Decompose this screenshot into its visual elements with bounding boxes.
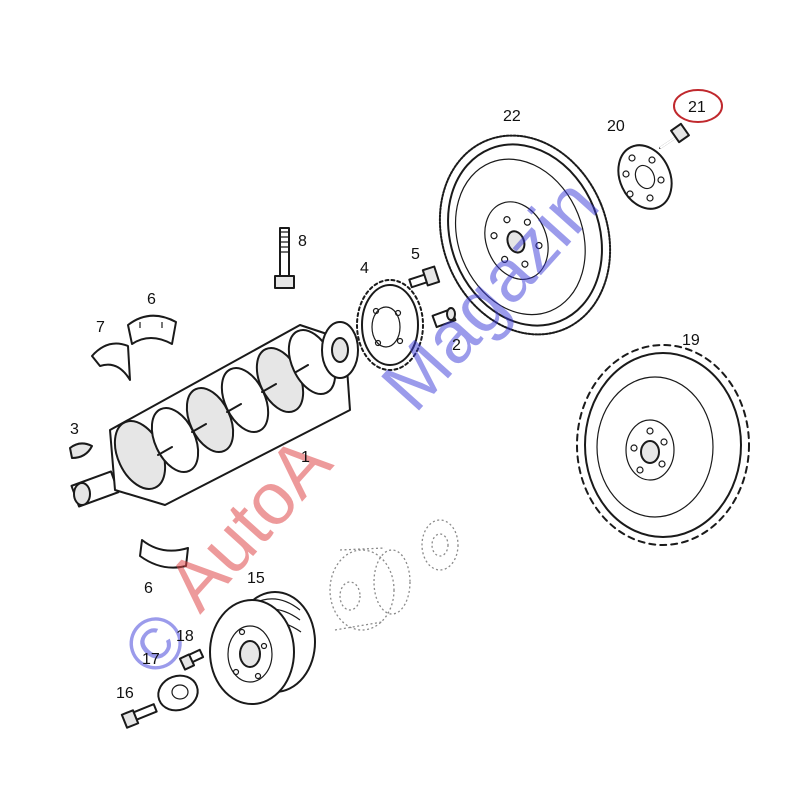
part-labels: 1 2 3 4 5 6 6 7 8 15 16 17 18 19 20 21 2… [70, 99, 706, 702]
label-15: 15 [247, 570, 265, 587]
ghost-ring [421, 519, 459, 571]
part-2-dowel-pin [431, 307, 457, 329]
part-6-upper-bearing-shell [127, 314, 177, 345]
label-1: 1 [301, 449, 310, 466]
label-6-upper: 6 [147, 291, 156, 308]
part-15-crankshaft-pulley [209, 591, 316, 705]
part-16-bolt [120, 703, 158, 729]
label-18: 18 [176, 628, 194, 645]
label-3: 3 [70, 421, 79, 438]
part-8-long-bolt [274, 227, 295, 289]
part-21-bolt [659, 122, 690, 149]
label-7: 7 [96, 319, 105, 336]
label-17: 17 [142, 651, 160, 668]
highlight-circle [673, 89, 723, 123]
part-20-retaining-plate [617, 144, 673, 210]
part-5-bolt [408, 265, 441, 289]
part-4-crankshaft-gear [356, 279, 424, 371]
part-22-dual-mass-flywheel [438, 134, 612, 336]
part-19-flywheel [576, 344, 750, 546]
label-2: 2 [452, 337, 461, 354]
part-17-washer [157, 674, 199, 712]
part-7-thrust-washer [91, 342, 131, 381]
label-16: 16 [116, 685, 134, 702]
label-22: 22 [503, 108, 521, 125]
label-5: 5 [411, 246, 420, 263]
part-6-lower-bearing-shell [139, 539, 189, 569]
part-3-woodruff-key [69, 442, 93, 459]
label-6-lower: 6 [144, 580, 153, 597]
label-20: 20 [607, 118, 625, 135]
part-18-bolt [178, 648, 205, 671]
label-8: 8 [298, 233, 307, 250]
part-1-crankshaft [70, 321, 359, 508]
label-19: 19 [682, 332, 700, 349]
label-21: 21 [688, 99, 706, 116]
ghost-sprocket [329, 547, 411, 631]
label-4: 4 [360, 260, 369, 277]
